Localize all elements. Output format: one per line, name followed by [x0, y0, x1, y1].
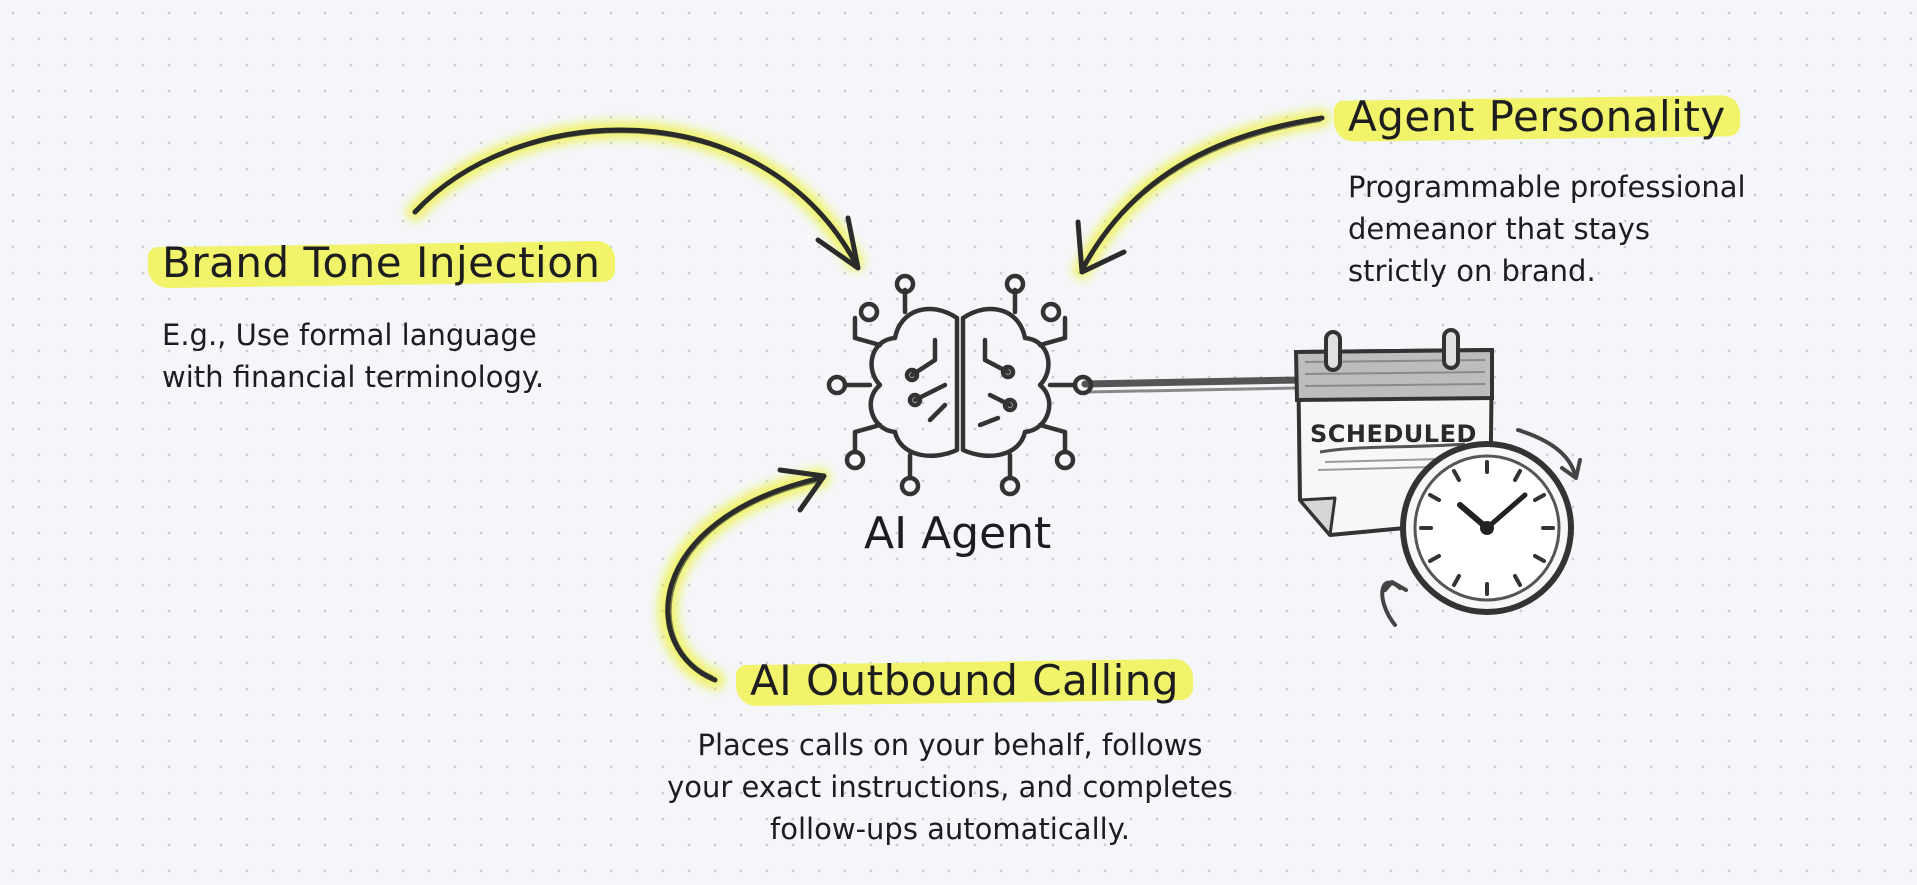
node-title-text: Agent Personality	[1348, 92, 1726, 141]
desc-line: follow-ups automatically.	[770, 812, 1130, 846]
desc-line: Programmable professional	[1348, 170, 1746, 204]
node-desc-outbound: Places calls on your behalf, follows you…	[620, 724, 1280, 850]
desc-line: your exact instructions, and completes	[667, 770, 1233, 804]
desc-line: demeanor that stays	[1348, 212, 1651, 246]
desc-line: strictly on brand.	[1348, 254, 1596, 288]
desc-line: Places calls on your behalf, follows	[697, 728, 1203, 762]
clock-icon	[1380, 428, 1582, 627]
circuit-brain-icon	[826, 273, 1094, 497]
arrow-outbound-to-agent	[657, 467, 830, 690]
node-desc-personality: Programmable professional demeanor that …	[1348, 166, 1746, 292]
center-label: AI Agent	[864, 508, 1052, 559]
node-title-brand-tone: Brand Tone Injection	[147, 238, 615, 289]
desc-line: with financial terminology.	[162, 360, 545, 394]
node-title-personality: Agent Personality	[1333, 92, 1740, 142]
desc-line: E.g., Use formal language	[162, 318, 537, 352]
arrow-brand-to-agent	[406, 121, 864, 271]
connector-agent-to-scheduler	[1081, 376, 1304, 394]
node-title-text: Brand Tone Injection	[162, 238, 601, 287]
scheduled-label: SCHEDULED	[1310, 420, 1477, 448]
arrow-personality-to-agent	[1073, 109, 1331, 279]
node-title-text: AI Outbound Calling	[750, 656, 1180, 705]
node-desc-brand-tone: E.g., Use formal language with financial…	[162, 314, 544, 398]
node-title-outbound: AI Outbound Calling	[735, 656, 1194, 707]
